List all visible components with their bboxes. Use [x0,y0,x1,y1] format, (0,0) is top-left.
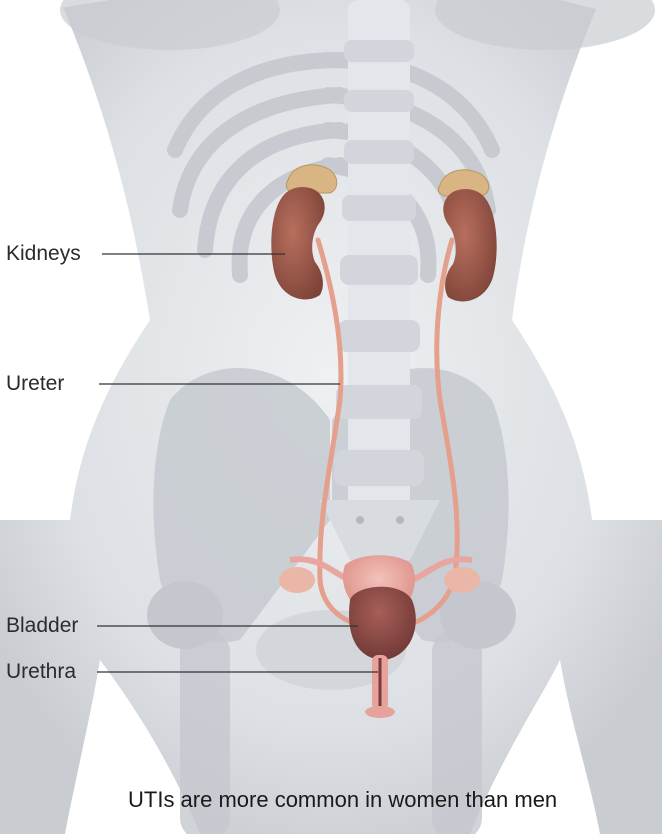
ureter-label: Ureter [6,373,64,394]
urethra-label: Urethra [6,661,76,682]
bladder-label: Bladder [6,615,78,636]
caption-text: UTIs are more common in women than men [128,787,557,813]
kidneys-label: Kidneys [6,243,81,264]
